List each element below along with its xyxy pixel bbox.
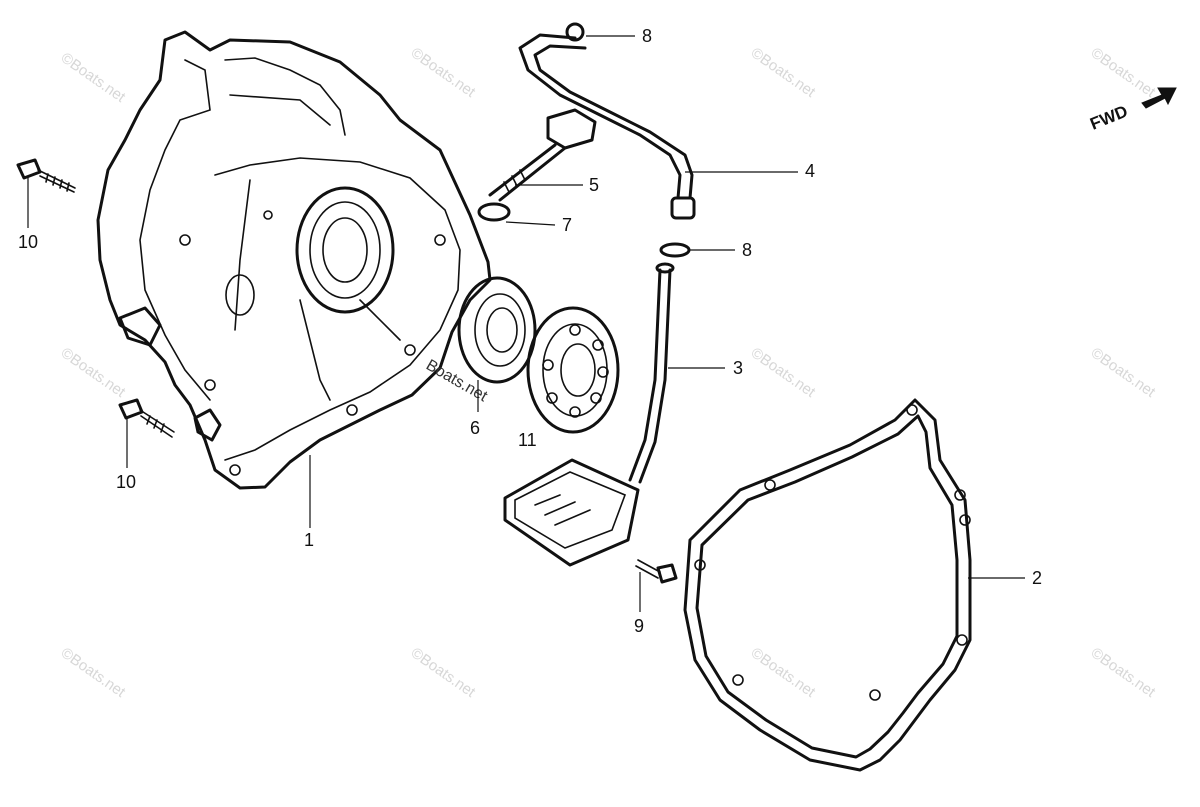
callout-3: 3 bbox=[733, 358, 743, 378]
tube-clip-upper bbox=[565, 22, 585, 42]
small-bolt bbox=[635, 559, 678, 584]
callout-4: 4 bbox=[805, 161, 815, 181]
fwd-indicator: FWD bbox=[1087, 87, 1177, 134]
watermark: ©Boats.net bbox=[58, 644, 129, 701]
callout-1: 1 bbox=[304, 530, 314, 550]
watermark: ©Boats.net bbox=[748, 44, 819, 101]
watermark: ©Boats.net bbox=[748, 344, 819, 401]
watermark: ©Boats.net bbox=[408, 44, 479, 101]
flange-bolt-upper bbox=[16, 158, 76, 193]
oil-dipstick bbox=[488, 108, 597, 202]
oil-seal bbox=[457, 276, 537, 384]
watermark: ©Boats.net bbox=[1088, 44, 1159, 101]
watermark: ©Boats.net bbox=[58, 344, 129, 401]
breather-tube bbox=[518, 33, 696, 220]
watermark: ©Boats.net bbox=[1088, 644, 1159, 701]
fwd-arrow-icon bbox=[1141, 87, 1177, 109]
callout-6: 6 bbox=[470, 418, 480, 438]
watermark: ©Boats.net bbox=[748, 644, 819, 701]
callout-9: 9 bbox=[634, 616, 644, 636]
callout-8-upper: 8 bbox=[642, 26, 652, 46]
leader-lines bbox=[27, 35, 1025, 612]
tube-clip-lower bbox=[659, 242, 691, 258]
gasket bbox=[683, 398, 972, 772]
watermark: ©Boats.net bbox=[408, 644, 479, 701]
callout-10-upper: 10 bbox=[18, 232, 38, 252]
callout-10-lower: 10 bbox=[116, 472, 136, 492]
ball-bearing bbox=[526, 306, 620, 434]
oil-pickup-tube bbox=[503, 262, 675, 567]
fwd-label: FWD bbox=[1087, 102, 1130, 134]
center-watermark: Boats.net bbox=[423, 357, 491, 406]
watermark: ©Boats.net bbox=[58, 49, 129, 106]
callout-2: 2 bbox=[1032, 568, 1042, 588]
crankcase-cover bbox=[96, 30, 492, 490]
callout-labels: 1 2 3 4 5 6 7 8 8 9 10 10 11 bbox=[18, 26, 1042, 636]
callout-5: 5 bbox=[589, 175, 599, 195]
o-ring bbox=[477, 202, 511, 222]
callout-7: 7 bbox=[562, 215, 572, 235]
callout-11: 11 bbox=[518, 430, 537, 450]
flange-bolt-lower bbox=[118, 398, 175, 438]
callout-8-lower: 8 bbox=[742, 240, 752, 260]
watermark: ©Boats.net bbox=[1088, 344, 1159, 401]
